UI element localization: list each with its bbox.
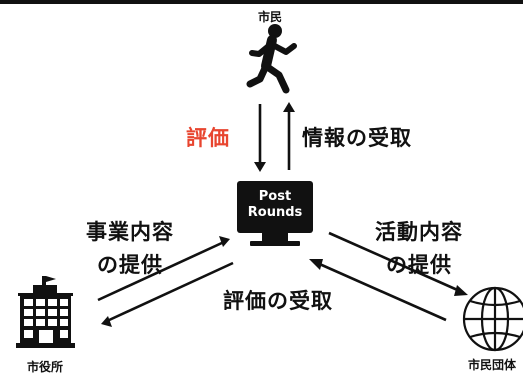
city-hall-label: 市役所 xyxy=(26,360,63,374)
evaluation-label: 評価 xyxy=(186,126,230,150)
citizen-group-label: 市民団体 xyxy=(467,358,516,372)
platform-name-line1: Post xyxy=(258,189,292,204)
platform-name-line2: Rounds xyxy=(247,205,303,220)
platform-name: Post Rounds xyxy=(237,189,313,221)
business-provide-line1: 事業内容 xyxy=(86,220,174,244)
activity-provide-line2: の提供 xyxy=(386,253,452,277)
activity-provide-label: 活動内容 の提供 xyxy=(375,216,463,282)
info-receive-label: 情報の受取 xyxy=(302,126,412,150)
citizen-label: 市民 xyxy=(257,10,282,24)
evaluation-receive-label: 評価の受取 xyxy=(223,289,333,313)
activity-provide-line1: 活動内容 xyxy=(375,220,463,244)
top-edge-remnant xyxy=(0,0,523,4)
business-provide-line2: の提供 xyxy=(97,253,163,277)
business-provide-label: 事業内容 の提供 xyxy=(86,216,174,282)
